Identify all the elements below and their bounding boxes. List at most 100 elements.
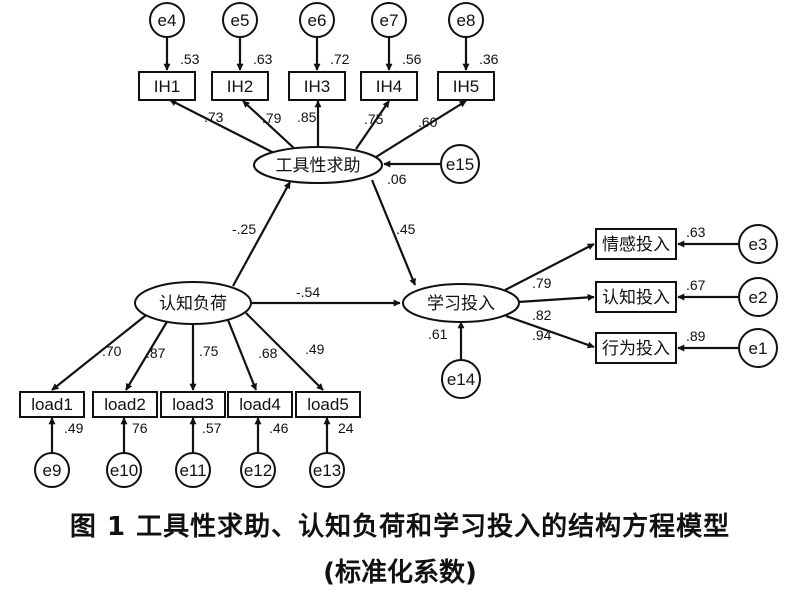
figure-caption-subtitle: (标准化系数) bbox=[323, 558, 477, 588]
loading-load1: .70 bbox=[102, 343, 122, 359]
indicator-load5: load5 bbox=[295, 391, 361, 418]
loading-ih2: .79 bbox=[262, 110, 282, 126]
error-e11: e11 bbox=[175, 452, 211, 488]
edge-xx-xw bbox=[505, 314, 595, 349]
r2-load2: 76 bbox=[132, 420, 148, 436]
indicator-ih4-label: IH4 bbox=[376, 77, 402, 96]
r2-ih1: .53 bbox=[180, 51, 200, 67]
loading-behavioral: .94 bbox=[532, 327, 552, 343]
error-e5-label: e5 bbox=[231, 11, 250, 30]
path-help-seeking-to-engagement: .45 bbox=[396, 221, 416, 237]
r2-emotional: .63 bbox=[686, 224, 706, 240]
r2-cognitive: .67 bbox=[686, 277, 706, 293]
indicator-ih1: IH1 bbox=[138, 71, 196, 101]
r2-ih2: .63 bbox=[253, 51, 273, 67]
indicator-ih5-label: IH5 bbox=[453, 77, 479, 96]
error-e15: e15 bbox=[440, 144, 480, 184]
indicator-load2-label: load2 bbox=[104, 395, 146, 414]
edge-xx-rz bbox=[517, 293, 595, 304]
error-e13: e13 bbox=[309, 452, 345, 488]
r2-learning-engagement: .61 bbox=[428, 326, 448, 342]
loading-ih5: .60 bbox=[418, 114, 438, 130]
indicator-load1-label: load1 bbox=[31, 395, 73, 414]
error-e6-label: e6 bbox=[308, 11, 327, 30]
r2-load5: 24 bbox=[338, 420, 354, 436]
indicator-ih2: IH2 bbox=[211, 71, 269, 101]
edge-gj-ih4 bbox=[355, 100, 390, 150]
edge-gj-ih2 bbox=[242, 100, 297, 151]
edge-rz-load4 bbox=[226, 319, 258, 391]
indicator-load4-label: load4 bbox=[239, 395, 281, 414]
error-e7-label: e7 bbox=[380, 11, 399, 30]
latent-instrumental-help-seeking: 工具性求助 bbox=[253, 146, 383, 184]
latent-instrumental-help-seeking-label: 工具性求助 bbox=[276, 156, 361, 175]
indicator-ih5: IH5 bbox=[437, 71, 495, 101]
indicator-ih2-label: IH2 bbox=[227, 77, 253, 96]
indicator-ih3-label: IH3 bbox=[304, 77, 330, 96]
loading-load2: .87 bbox=[146, 345, 166, 361]
error-e1: e1 bbox=[738, 328, 778, 368]
indicator-cognitive-engagement: 认知投入 bbox=[595, 281, 677, 313]
indicator-behavioral-engagement-label: 行为投入 bbox=[602, 339, 670, 358]
loading-ih4: .75 bbox=[364, 111, 384, 127]
error-e9-label: e9 bbox=[43, 461, 62, 480]
indicator-load3-label: load3 bbox=[172, 395, 214, 414]
r2-load3: .57 bbox=[202, 420, 222, 436]
loading-load3: .75 bbox=[199, 343, 219, 359]
path-cognitive-load-to-engagement: -.54 bbox=[296, 284, 320, 300]
error-e1-label: e1 bbox=[749, 339, 768, 358]
edge-xx-qg bbox=[504, 243, 595, 291]
latent-learning-engagement-label: 学习投入 bbox=[427, 294, 495, 313]
edges bbox=[48, 37, 738, 454]
edge-rz-gj bbox=[232, 181, 291, 287]
error-e5: e5 bbox=[222, 2, 258, 38]
indicator-cognitive-engagement-label: 认知投入 bbox=[602, 288, 670, 307]
latent-learning-engagement: 学习投入 bbox=[402, 283, 520, 323]
error-e3: e3 bbox=[738, 224, 778, 264]
loading-ih3: .85 bbox=[297, 109, 317, 125]
edge-gj-ih1 bbox=[169, 99, 279, 156]
error-e4: e4 bbox=[149, 2, 185, 38]
error-e9: e9 bbox=[34, 452, 70, 488]
loading-ih1: .73 bbox=[204, 109, 224, 125]
indicator-behavioral-engagement: 行为投入 bbox=[595, 332, 677, 364]
indicator-ih1-label: IH1 bbox=[154, 77, 180, 96]
error-e4-label: e4 bbox=[158, 11, 177, 30]
error-e15-label: e15 bbox=[446, 155, 474, 174]
error-e10-label: e10 bbox=[110, 461, 138, 480]
error-e14: e14 bbox=[441, 359, 481, 399]
error-e2: e2 bbox=[738, 277, 778, 317]
loading-emotional: .79 bbox=[532, 275, 552, 291]
edge-rz-load1 bbox=[51, 311, 151, 391]
edge-rz-load2 bbox=[125, 319, 169, 391]
r2-ih4: .56 bbox=[402, 51, 422, 67]
error-e8: e8 bbox=[448, 2, 484, 38]
error-e11-label: e11 bbox=[179, 461, 206, 480]
error-e12: e12 bbox=[240, 452, 276, 488]
error-e10: e10 bbox=[106, 452, 142, 488]
r2-load1: .49 bbox=[64, 420, 84, 436]
figure-caption-title: 图 1 工具性求助、认知负荷和学习投入的结构方程模型 bbox=[69, 512, 731, 542]
coefficient-labels: .53 .63 .72 .56 .36 .73 .79 .85 .75 .60 … bbox=[64, 51, 706, 436]
r2-ih3: .72 bbox=[330, 51, 350, 67]
latent-cognitive-load: 认知负荷 bbox=[134, 281, 252, 325]
indicator-ih4: IH4 bbox=[360, 71, 418, 101]
edge-rz-load5 bbox=[245, 312, 324, 391]
loading-load4: .68 bbox=[258, 345, 278, 361]
edge-gj-xx bbox=[370, 179, 417, 286]
indicator-load3: load3 bbox=[160, 391, 226, 418]
indicator-emotional-engagement-label: 情感投入 bbox=[602, 235, 670, 254]
r2-instrumental-help-seeking: .06 bbox=[387, 171, 407, 187]
error-e12-label: e12 bbox=[244, 461, 272, 480]
indicator-load1: load1 bbox=[19, 391, 85, 418]
loading-cognitive: .82 bbox=[532, 307, 552, 323]
indicator-load2: load2 bbox=[92, 391, 158, 418]
indicator-load5-label: load5 bbox=[307, 395, 349, 414]
r2-behavioral: .89 bbox=[686, 328, 706, 344]
indicator-emotional-engagement: 情感投入 bbox=[595, 228, 677, 260]
error-e13-label: e13 bbox=[313, 461, 341, 480]
r2-ih5: .36 bbox=[479, 51, 499, 67]
path-cognitive-load-to-help-seeking: -.25 bbox=[232, 221, 256, 237]
error-e3-label: e3 bbox=[749, 235, 768, 254]
